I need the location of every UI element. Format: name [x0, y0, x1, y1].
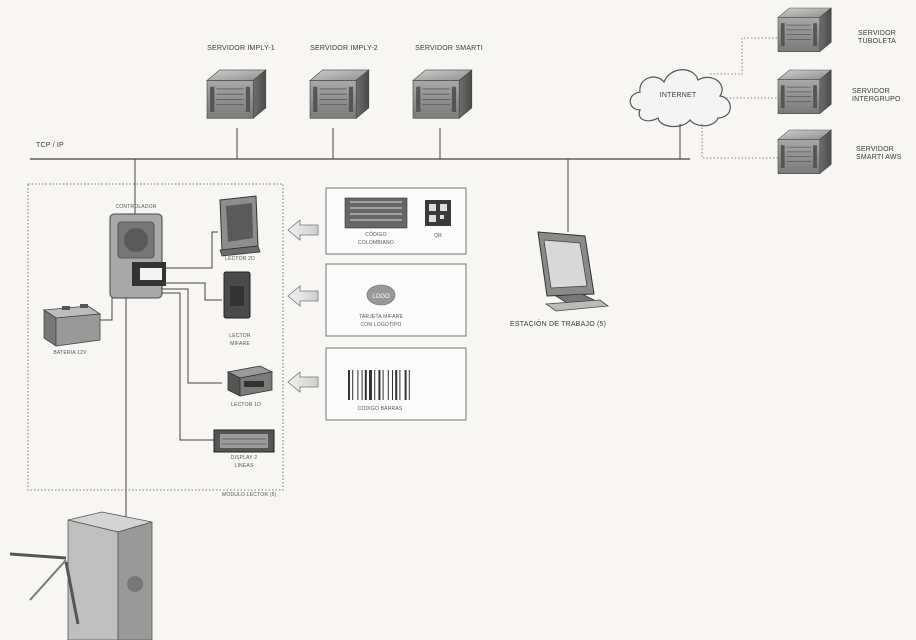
server-imply2-icon [309, 69, 370, 119]
internet-label: INTERNET [659, 92, 697, 99]
server-smarti-aws-icon [777, 129, 832, 175]
display-label-line1: DISPLAY 2 [230, 455, 258, 461]
controller-device-icon [109, 213, 166, 299]
server-intergrupo-label: SERVIDOR INTERGRUPO [852, 88, 901, 104]
card-barcode-1d [325, 347, 467, 421]
barcode-bar [364, 370, 367, 400]
reader-mifare-label-line1: LECTOR [229, 333, 251, 339]
card2-caption-line1: TARJETA MIFARE [358, 314, 404, 320]
display-label-line2: LINEAS [234, 463, 254, 469]
arrow-card2 [287, 285, 319, 307]
server-smarti-icon [412, 69, 473, 119]
server-imply2-label: SERVIDOR IMPLY-2 [310, 45, 378, 52]
barcode-bar [357, 370, 359, 400]
card3-caption: CÓDIGO BARRAS [357, 406, 403, 412]
server-tuboleta-label: SERVIDOR TUBOLETA [858, 30, 896, 46]
card2-caption: TARJETA MIFARE CON LOGOTIPO [359, 313, 403, 329]
reader-mifare-label: LECTOR MIFARE [229, 332, 250, 348]
server-tuboleta-label-line1: SERVIDOR [858, 30, 897, 37]
workstation-monitor-icon [537, 231, 610, 312]
reader-1d-label: LECTOR 1D [231, 402, 261, 408]
turnstile-icon [9, 511, 153, 640]
barcode-bar [369, 370, 372, 400]
barcode-bar [348, 370, 350, 400]
barcode-bar [404, 370, 407, 400]
server-smarti-label: SERVIDOR SMARTI [415, 45, 483, 52]
reader-2d-icon [219, 195, 261, 257]
card1-caption-line2: COLOMBIANO [358, 240, 394, 246]
battery-12v-icon [42, 304, 102, 347]
barcode-bar [374, 370, 376, 400]
server-intergrupo-icon [777, 69, 832, 115]
reader-mifare-label-line2: MIFARE [230, 341, 250, 347]
server-smarti-aws-label-line2: SMARTI AWS [856, 154, 902, 161]
server-smarti-aws-label: SERVIDOR SMARTI AWS [856, 146, 902, 162]
barcode-bar [408, 370, 410, 400]
card-mifare-logo: LOGO [325, 263, 467, 337]
workstation-label: ESTACIÓN DE TRABAJO (5) [510, 321, 607, 328]
barcode-bar [395, 370, 398, 400]
server-imply1-label: SERVIDOR IMPLY-1 [207, 45, 275, 52]
reader-mifare-icon [223, 271, 251, 319]
barcode-bar [382, 370, 384, 400]
tcp-ip-label: TCP / IP [36, 142, 64, 149]
controller-label: CONTROLADOR [115, 204, 157, 210]
barcode-bar [352, 370, 354, 400]
server-tuboleta-icon [777, 7, 832, 53]
barcode-bar [378, 370, 381, 400]
arrow-card3 [287, 371, 319, 393]
display-label: DISPLAY 2 LINEAS [231, 454, 258, 470]
internet-cloud-icon [629, 69, 731, 128]
server-intergrupo-label-line2: INTERGRUPO [852, 96, 901, 103]
server-imply1-icon [206, 69, 267, 119]
module-label: MODULO LECTOR (5) [222, 492, 277, 498]
card1-caption-line1: CÓDIGO [365, 232, 387, 238]
barcode-bar [387, 370, 389, 400]
server-tuboleta-label-line2: TUBOLETA [858, 38, 897, 45]
server-intergrupo-label-line1: SERVIDOR [852, 88, 891, 95]
reader-module-frame [27, 183, 284, 491]
barcode-bar [392, 370, 393, 400]
card1-qr-caption: QR [434, 233, 442, 239]
card-barcode-2d [325, 187, 467, 255]
server-smarti-aws-label-line1: SERVIDOR [856, 146, 895, 153]
svg-text:LOGO: LOGO [372, 294, 390, 300]
card2-caption-line2: CON LOGOTIPO [360, 322, 402, 328]
reader-2d-label: LECTOR 2D [225, 256, 255, 262]
barcode-bar [399, 370, 401, 400]
card1-caption: CÓDIGO COLOMBIANO [358, 231, 394, 247]
battery-label: BATERIA 12V [53, 350, 87, 356]
arrow-card1 [287, 219, 319, 241]
reader-1d-icon [226, 365, 274, 397]
display-2-lines-icon [213, 429, 275, 453]
barcode-bar [361, 370, 363, 400]
